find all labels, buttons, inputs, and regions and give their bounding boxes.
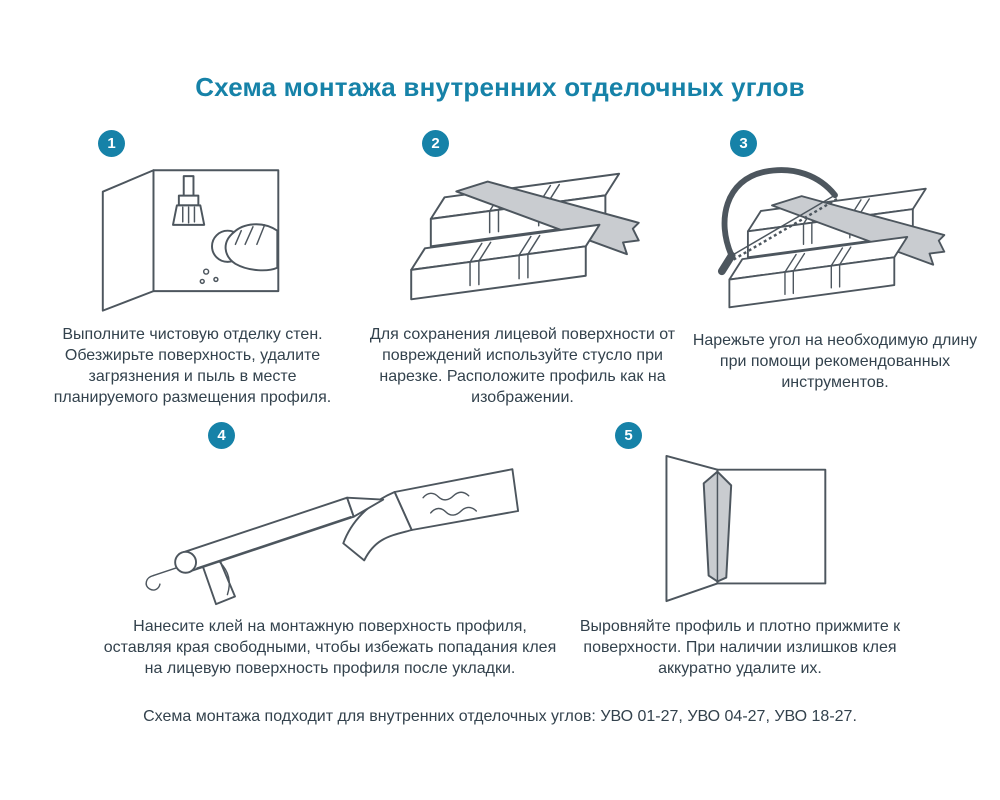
hacksaw-miter-box-icon	[717, 167, 946, 309]
corner-profile-with-glue-icon	[342, 468, 520, 562]
step-2-illustration	[403, 162, 643, 314]
page-title: Схема монтажа внутренних отделочных угло…	[195, 72, 805, 102]
step-1-illustration	[95, 162, 290, 314]
step-1-text: Выполните чистовую отделку стен. Обезжир…	[53, 326, 332, 407]
step-4-badge: 4	[208, 422, 235, 449]
compatibility-note: Схема монтажа подходит для внутренних от…	[143, 708, 857, 725]
step-4-illustration	[130, 454, 530, 606]
miter-box-icon	[728, 187, 946, 309]
step-2-badge: 2	[422, 130, 449, 157]
step-5-text: Выровняйте профиль и плотно прижмите к п…	[579, 618, 901, 678]
caulking-gun-icon	[145, 496, 385, 606]
profile-in-wall-corner-icon	[665, 454, 827, 603]
step-5-illustration	[645, 454, 835, 606]
caulking-gun-profile-icon	[145, 468, 520, 606]
step-5-badge: 5	[615, 422, 642, 449]
step-4: 4	[100, 422, 560, 679]
corner-profile-icon	[702, 470, 733, 583]
hand-with-sponge-icon	[199, 223, 279, 285]
step-3-badge: 3	[730, 130, 757, 157]
step-2-text: Для сохранения лицевой поверхности от по…	[369, 326, 676, 407]
miter-box-front-rail-icon	[409, 223, 600, 301]
step-1: 1	[50, 130, 335, 408]
miter-box-with-profile-icon	[409, 172, 640, 301]
step-3-illustration	[713, 162, 957, 320]
step-4-text: Нанесите клей на монтажную поверхность п…	[103, 618, 557, 678]
step-3-text: Нарежьте угол на необходимую длину при п…	[692, 332, 978, 392]
step-5: 5 Выровняйте профиль и плотно прижмите к…	[575, 422, 905, 679]
hacksaw-icon	[717, 167, 838, 276]
paintbrush-icon	[172, 175, 206, 226]
step-2: 2 Для сохранения ли	[360, 130, 685, 408]
step-1-badge: 1	[98, 130, 125, 157]
step-3: 3	[690, 130, 980, 393]
wall-corner-icon	[665, 454, 827, 603]
wall-corner-with-brush-and-sponge-icon	[101, 169, 280, 312]
